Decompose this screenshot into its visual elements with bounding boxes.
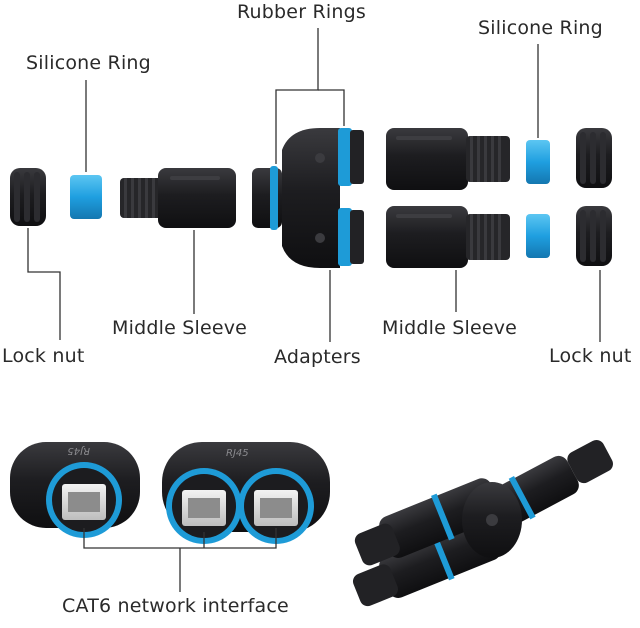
front-view-single (10, 442, 140, 538)
front-view-dual (162, 442, 330, 544)
lock-nut-right-upper-part (576, 128, 612, 188)
label-middle-sleeve-right: Middle Sleeve (382, 317, 518, 339)
rj45-emboss-front-dual: RJ45 (226, 448, 249, 459)
label-silicone-ring-left: Silicone Ring (26, 52, 151, 74)
middle-sleeve-right-lower-part (386, 206, 510, 268)
lock-nut-left-part (10, 168, 46, 226)
label-adapters: Adapters (274, 346, 361, 368)
middle-sleeve-right-upper-part (386, 128, 510, 190)
leader-lines-top (27, 28, 601, 342)
leader-lines-bottom (83, 528, 277, 592)
y-adapter-part (252, 128, 364, 268)
lock-nut-right-lower-part (576, 206, 612, 266)
rj45-emboss-front-single: RJ45 (67, 445, 90, 456)
silicone-ring-right-upper-part (526, 140, 550, 184)
middle-sleeve-left-part (120, 168, 236, 228)
assembled-y-connector (352, 439, 613, 607)
label-lock-nut-right: Lock nut (549, 345, 632, 367)
label-cat6-interface: CAT6 network interface (62, 595, 289, 617)
silicone-ring-right-lower-part (526, 214, 550, 258)
silicone-ring-left-part (70, 175, 102, 219)
label-rubber-rings: Rubber Rings (237, 1, 366, 23)
label-silicone-ring-right: Silicone Ring (478, 17, 603, 39)
label-lock-nut-left: Lock nut (2, 345, 85, 367)
label-middle-sleeve-left: Middle Sleeve (112, 317, 248, 339)
